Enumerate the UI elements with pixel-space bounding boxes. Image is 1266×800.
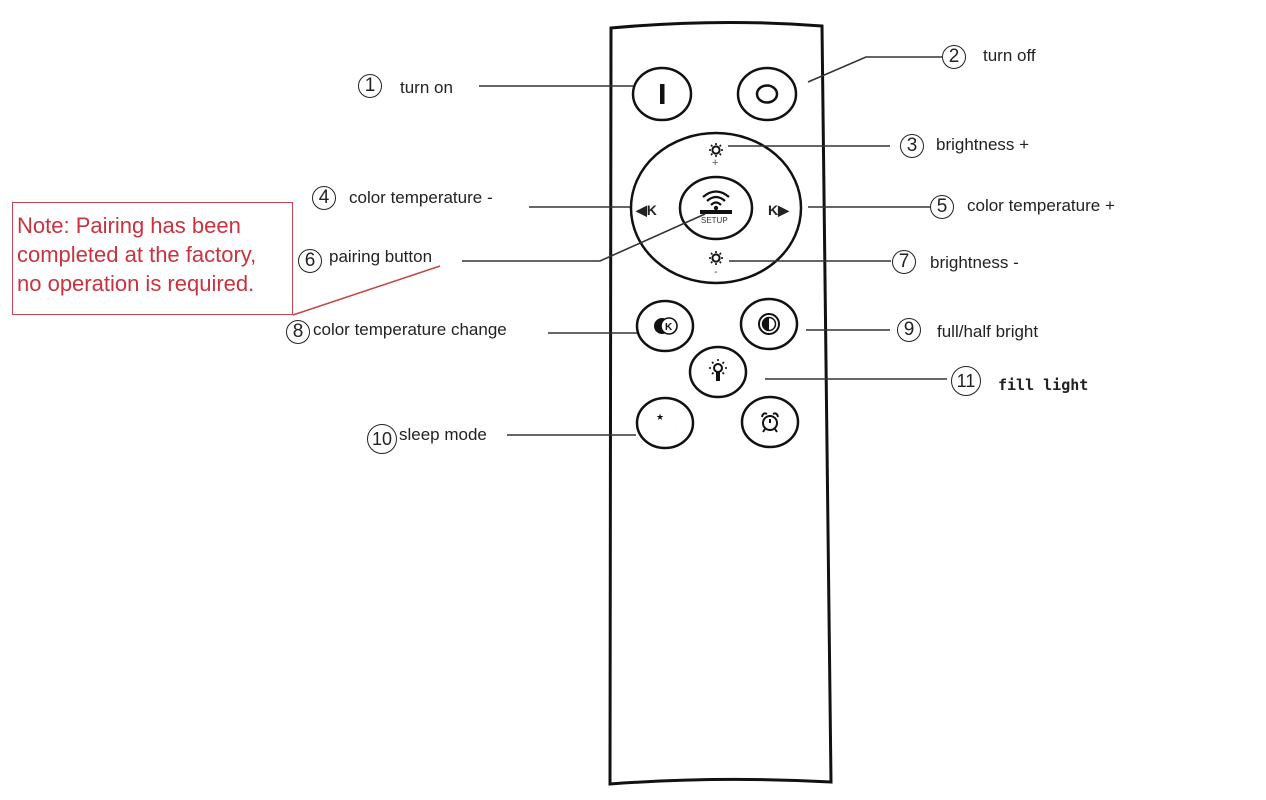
- callout-label: turn off: [983, 46, 1036, 65]
- callout-number: 5: [930, 195, 954, 219]
- sun-icon: [709, 143, 723, 157]
- moon-star-icon: [658, 414, 678, 435]
- callout-number: 1: [358, 74, 382, 98]
- callout-number: 10: [367, 424, 397, 454]
- note-line: Note: Pairing has been: [17, 213, 241, 238]
- callout-number: 4: [312, 186, 336, 210]
- callout-label: pairing button: [329, 247, 433, 266]
- svg-text:★: ★: [656, 413, 664, 423]
- callout-number: 11: [951, 366, 981, 396]
- callout-label: brightness +: [936, 135, 1030, 154]
- minus-text: -: [714, 266, 718, 278]
- dpad-ring: [629, 131, 803, 285]
- fill-light-button: [688, 345, 748, 399]
- callout-number: 3: [900, 134, 924, 158]
- wifi-icon: [702, 190, 730, 206]
- callout-number: 2: [942, 45, 966, 69]
- callout-number: 7: [892, 250, 916, 274]
- callout-label: brightness -: [930, 253, 1019, 272]
- pairing-note: Note: Pairing has been completed at the …: [12, 202, 293, 315]
- power-on-button: [631, 66, 693, 122]
- note-line: no operation is required.: [17, 271, 255, 296]
- note-line: completed at the factory,: [17, 242, 257, 267]
- note-leader: [292, 265, 441, 316]
- alarm-button: [740, 395, 800, 449]
- svg-text:K: K: [665, 322, 673, 333]
- power-on-icon: [660, 84, 665, 104]
- callout-number: 9: [897, 318, 921, 342]
- setup-button: SETUP: [678, 175, 754, 241]
- callout-label: fill light: [998, 376, 1089, 394]
- callout-label: color temperature +: [967, 196, 1115, 215]
- callout-label: color temperature -: [349, 188, 493, 207]
- callout-number: 6: [298, 249, 322, 273]
- brightness-down-button: -: [709, 251, 723, 278]
- lamp-icon: [709, 359, 727, 381]
- sleep-mode-button: ★: [635, 396, 695, 450]
- sun-icon: [709, 251, 723, 265]
- color-temp-down-button: ◀K: [635, 202, 657, 218]
- alarm-clock-icon: [761, 412, 779, 433]
- power-off-icon: [755, 84, 779, 104]
- remote-body: [608, 20, 833, 786]
- full-half-bright-button: [739, 297, 799, 351]
- plus-text: +: [712, 157, 718, 169]
- half-circle-icon: [758, 313, 780, 335]
- callout-label: turn on: [400, 78, 453, 97]
- callout-label: sleep mode: [399, 425, 487, 444]
- setup-text: SETUP: [701, 216, 728, 225]
- callout-number: 8: [286, 320, 310, 344]
- leader-lines: [462, 56, 947, 436]
- brightness-up-button: +: [709, 143, 723, 169]
- callout-label: full/half bright: [937, 322, 1039, 341]
- callout-label: color temperature change: [313, 320, 507, 339]
- power-off-button: [736, 66, 798, 122]
- color-temp-change-button: K: [635, 299, 695, 353]
- color-temp-up-button: K▶: [768, 202, 790, 218]
